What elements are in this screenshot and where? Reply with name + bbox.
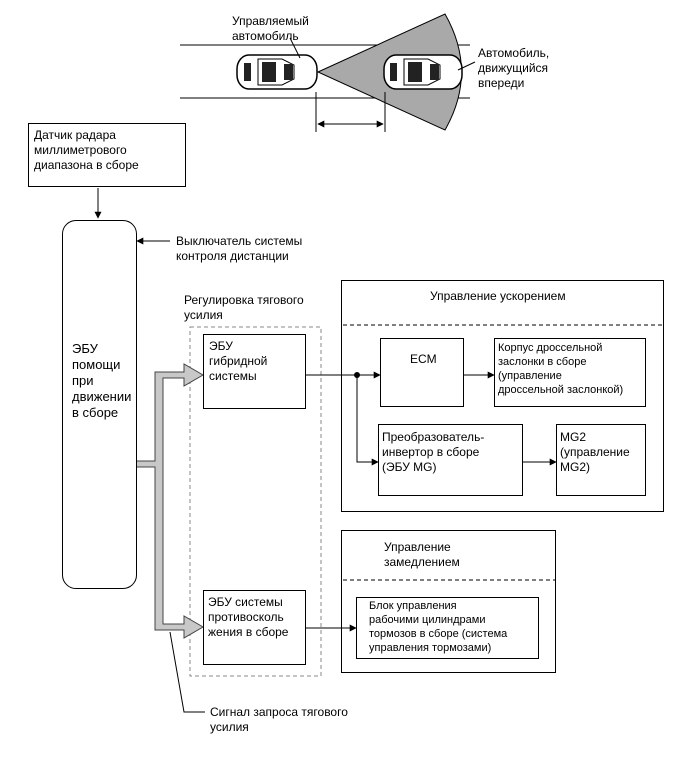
acceleration-title: Управление ускорением bbox=[430, 289, 566, 303]
lead-car-icon bbox=[383, 54, 463, 90]
ecm-box: ECM bbox=[380, 338, 464, 407]
own-car-icon bbox=[236, 54, 318, 90]
lead-car-callout bbox=[457, 61, 476, 71]
own-vehicle-label: Управляемый автомобиль bbox=[232, 14, 309, 43]
inverter-label: Преобразователь- инвертор в сборе (ЭБУ M… bbox=[382, 430, 485, 474]
radar-sensor-label: Датчик радара миллиметрового диапазона в… bbox=[34, 128, 139, 172]
hybrid-ecu-label: ЭБУ гибридной системы bbox=[209, 339, 268, 383]
traction-group-frame bbox=[189, 326, 322, 677]
mg2-label: MG2 (управление MG2) bbox=[560, 430, 630, 474]
skid-control-ecu-box: ЭБУ системы противосколь жения в сборе bbox=[203, 590, 306, 665]
radar-sensor-box: Датчик радара миллиметрового диапазона в… bbox=[28, 123, 186, 187]
ecm-label: ECM bbox=[410, 352, 437, 366]
brake-actuator-label: Блок управления рабочими цилиндрами торм… bbox=[369, 600, 508, 654]
traction-signal-arrow bbox=[135, 363, 204, 639]
traction-signal-label: Сигнал запроса тягового усилия bbox=[210, 705, 348, 734]
own-car-callout bbox=[289, 37, 301, 59]
throttle-body-box: Корпус дроссельной заслонки в сборе (упр… bbox=[494, 338, 646, 407]
traction-group-title: Регулировка тягового усилия bbox=[184, 293, 304, 322]
brake-actuator-box: Блок управления рабочими цилиндрами торм… bbox=[356, 597, 539, 659]
hybrid-ecu-box: ЭБУ гибридной системы bbox=[203, 334, 306, 409]
distance-switch-label: Выключатель системы контроля дистанции bbox=[176, 234, 303, 263]
lead-vehicle-label: Автомобиль, движущийся впереди bbox=[478, 46, 550, 90]
driving-support-ecu-box: ЭБУ помощи при движении в сборе bbox=[62, 220, 137, 589]
acceleration-control-box: Управление ускорением bbox=[341, 280, 664, 512]
inverter-box: Преобразователь- инвертор в сборе (ЭБУ M… bbox=[378, 424, 523, 496]
deceleration-title: Управление замедлением bbox=[384, 540, 460, 569]
hybrid-to-inverter-line bbox=[356, 375, 379, 466]
deceleration-control-box: Управление замедлением bbox=[341, 530, 556, 673]
traction-signal-callout bbox=[169, 631, 205, 713]
mg2-box: MG2 (управление MG2) bbox=[556, 424, 646, 496]
throttle-body-label: Корпус дроссельной заслонки в сборе (упр… bbox=[498, 342, 624, 396]
driving-support-ecu-label: ЭБУ помощи при движении в сборе bbox=[72, 341, 132, 420]
skid-control-ecu-label: ЭБУ системы противосколь жения в сборе bbox=[208, 595, 289, 639]
